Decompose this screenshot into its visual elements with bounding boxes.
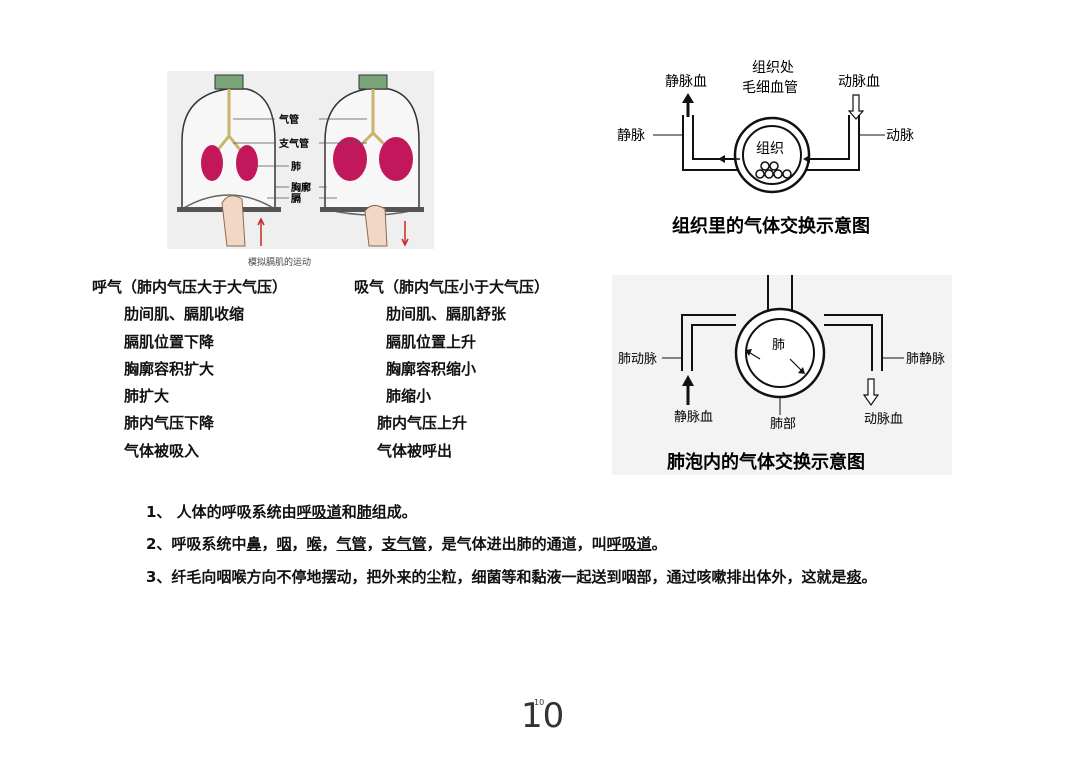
label-artery: 动脉 — [886, 128, 914, 144]
tissue-exchange-diagram: 组织处 毛细血管 静脉血 动脉血 组织 静脉 动脉 组织里的气体交换示意图 — [615, 55, 935, 245]
underlined-term: 咽 — [276, 535, 292, 553]
note-3: 3、纤毛向咽喉方向不停地摆动，把外来的尘粒，细菌等和黏液一起送到咽部，通过咳嗽排… — [146, 568, 877, 586]
label-tissue: 组织 — [756, 141, 784, 157]
inhale-item: 肺缩小 — [386, 387, 432, 405]
label-venous-blood: 静脉血 — [665, 74, 707, 90]
label-arterial-blood-lung: 动脉血 — [864, 412, 903, 427]
note-1-number: 1、 — [146, 503, 172, 521]
tissue-diagram-title: 组织里的气体交换示意图 — [672, 215, 870, 237]
note-1: 1、 人体的呼吸系统由呼吸道和肺组成。 — [146, 503, 417, 521]
label-tissue-site: 组织处 — [752, 60, 794, 76]
underlined-term: 气管 — [336, 535, 367, 553]
label-pulmonary-artery: 肺动脉 — [618, 352, 657, 367]
inhale-heading: 吸气（肺内气压小于大气压） — [354, 278, 550, 296]
label-lung-part: 肺部 — [770, 417, 796, 432]
inhale-item: 肋间肌、膈肌舒张 — [386, 305, 507, 323]
label-vein: 静脉 — [617, 128, 645, 144]
tissue-exchange-svg: 组织处 毛细血管 静脉血 动脉血 组织 静脉 动脉 组织里的气体交换示意图 — [617, 60, 914, 237]
arterial-flow-arrow — [847, 94, 865, 120]
label-alveolus-lung: 肺 — [772, 338, 785, 353]
underlined-term: 肺 — [356, 503, 372, 521]
label-lung: 肺 — [291, 160, 301, 173]
exhale-item: 肺内气压下降 — [124, 414, 215, 432]
label-bronchus: 支气管 — [278, 137, 309, 150]
page-number-small: 10 — [534, 698, 545, 707]
underlined-term: 支气管 — [381, 535, 427, 553]
exhale-item: 肋间肌、膈肌收缩 — [124, 305, 245, 323]
exhale-item: 肺扩大 — [124, 387, 170, 405]
alveolar-exchange-svg: 肺 肺动脉 肺静脉 静脉血 肺部 动脉血 肺泡内的气体交换示意图 — [612, 275, 952, 475]
exhale-heading: 呼气（肺内气压大于大气压） — [92, 278, 288, 296]
right-bell-jar — [320, 74, 424, 247]
page-number: 10 — [521, 696, 565, 736]
underlined-term: 鼻 — [246, 535, 262, 553]
arterial-flow-arrow-lung — [862, 378, 880, 407]
inhale-item: 胸廓容积缩小 — [386, 360, 477, 378]
label-diaphragm: 膈 — [290, 193, 301, 205]
label-pulmonary-vein: 肺静脉 — [906, 352, 945, 367]
alveolar-exchange-diagram: 肺 肺动脉 肺静脉 静脉血 肺部 动脉血 肺泡内的气体交换示意图 — [612, 275, 952, 475]
bell-figure-caption: 模拟膈肌的运动 — [248, 258, 312, 268]
bell-jar-illustration: 气管 支气管 肺 胸廓 膈 — [177, 74, 424, 247]
label-trachea: 气管 — [278, 113, 299, 126]
left-bell-jar — [177, 74, 281, 247]
inhale-item: 膈肌位置上升 — [386, 333, 477, 351]
diaphragm-model-figure: 气管 支气管 肺 胸廓 膈 — [167, 71, 434, 249]
label-venous-blood-lung: 静脉血 — [674, 410, 713, 425]
exhale-item: 气体被吸入 — [124, 442, 200, 460]
inhale-item: 气体被呼出 — [377, 442, 453, 460]
underlined-term: 呼吸道 — [296, 503, 342, 521]
underlined-term: 呼吸道 — [606, 535, 652, 553]
underlined-term: 痰 — [846, 568, 862, 586]
label-capillary: 毛细血管 — [742, 80, 798, 96]
exhale-item: 胸廓容积扩大 — [124, 360, 215, 378]
note-2: 2、呼吸系统中鼻，咽，喉，气管，支气管，是气体进出肺的通道，叫呼吸道。 — [146, 535, 667, 553]
underlined-term: 喉 — [306, 535, 322, 553]
exhale-item: 膈肌位置下降 — [124, 333, 215, 351]
inhale-item: 肺内气压上升 — [377, 414, 468, 432]
label-arterial-blood: 动脉血 — [838, 74, 880, 90]
alveolar-diagram-title: 肺泡内的气体交换示意图 — [667, 451, 865, 473]
label-thorax: 胸廓 — [291, 181, 311, 194]
